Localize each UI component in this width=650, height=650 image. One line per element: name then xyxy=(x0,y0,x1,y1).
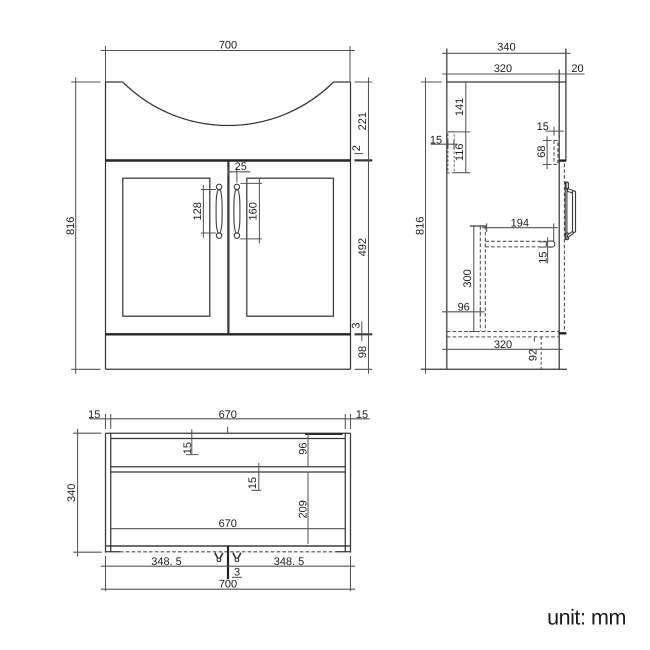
svg-text:670: 670 xyxy=(219,409,237,421)
svg-text:unit: mm: unit: mm xyxy=(547,606,626,630)
svg-text:15: 15 xyxy=(538,251,550,263)
svg-text:25: 25 xyxy=(235,161,247,173)
svg-text:816: 816 xyxy=(415,217,427,235)
svg-text:3: 3 xyxy=(350,322,362,328)
svg-text:492: 492 xyxy=(357,238,369,256)
svg-text:96: 96 xyxy=(297,442,309,454)
svg-text:96: 96 xyxy=(458,302,470,314)
svg-text:20: 20 xyxy=(571,63,583,75)
svg-text:68: 68 xyxy=(536,145,548,157)
svg-text:221: 221 xyxy=(357,112,369,130)
svg-text:320: 320 xyxy=(494,63,512,75)
svg-text:15: 15 xyxy=(182,442,194,454)
svg-text:670: 670 xyxy=(219,518,237,530)
svg-text:15: 15 xyxy=(430,134,442,146)
svg-text:98: 98 xyxy=(357,346,369,358)
svg-text:92: 92 xyxy=(528,349,540,361)
svg-text:15: 15 xyxy=(356,409,368,421)
svg-text:300: 300 xyxy=(462,269,474,287)
svg-text:15: 15 xyxy=(247,477,259,489)
svg-text:700: 700 xyxy=(219,578,237,590)
svg-text:340: 340 xyxy=(497,42,515,54)
svg-text:700: 700 xyxy=(219,40,237,52)
svg-text:194: 194 xyxy=(511,217,529,229)
svg-text:348. 5: 348. 5 xyxy=(151,556,182,568)
svg-text:2: 2 xyxy=(351,145,363,151)
svg-text:15: 15 xyxy=(88,409,100,421)
svg-text:209: 209 xyxy=(297,500,309,518)
svg-text:128: 128 xyxy=(192,202,204,220)
svg-text:3: 3 xyxy=(234,567,240,579)
svg-text:141: 141 xyxy=(454,98,466,116)
svg-text:348. 5: 348. 5 xyxy=(274,556,305,568)
svg-text:116: 116 xyxy=(454,144,466,162)
svg-text:15: 15 xyxy=(537,121,549,133)
svg-text:340: 340 xyxy=(66,484,78,502)
svg-text:160: 160 xyxy=(248,202,260,220)
svg-text:320: 320 xyxy=(494,339,512,351)
svg-text:816: 816 xyxy=(65,217,77,235)
